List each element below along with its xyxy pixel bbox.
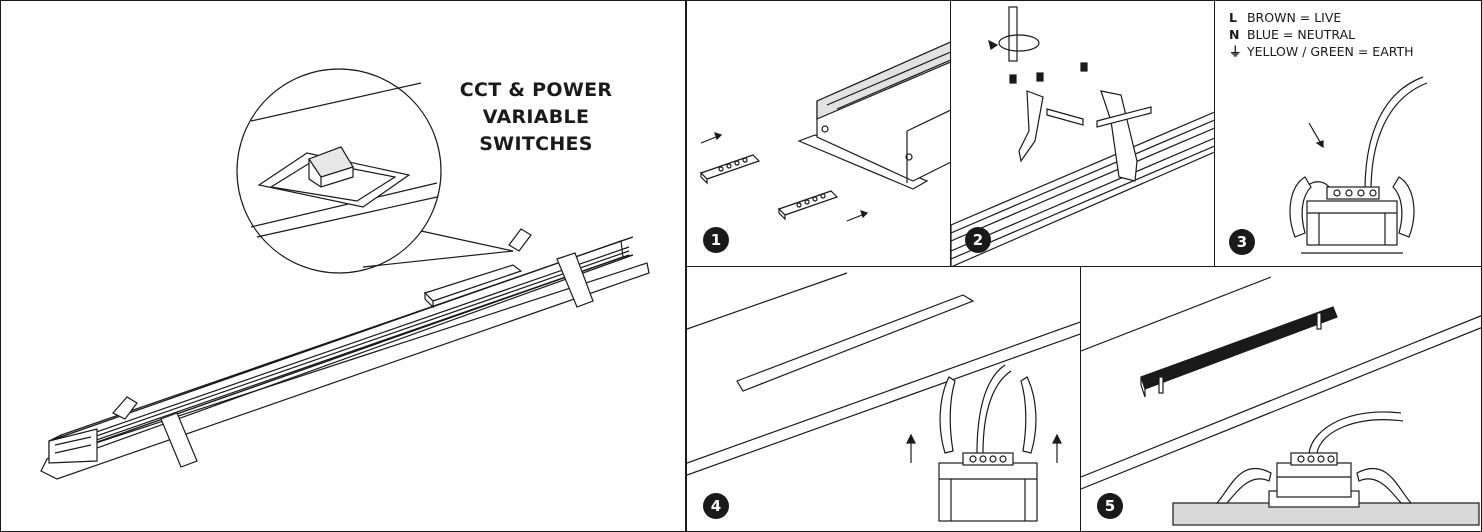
step-badge-2: 2: [965, 227, 991, 253]
overview-panel: CCT & POWER VARIABLE SWITCHES: [0, 0, 686, 532]
joiner-plates-illustration: [699, 41, 951, 222]
step-3-panel: L BROWN = LIVE N BLUE = NEUTRAL ⏚ YELLOW…: [1214, 0, 1482, 268]
step-1-panel: 1: [686, 0, 952, 268]
wiring-key-neutral: N: [1229, 27, 1240, 42]
wiring-connection-illustration: [1289, 76, 1428, 254]
step-badge-4: 4: [703, 493, 729, 519]
step-5-panel: 5: [1080, 266, 1482, 532]
wiring-row-earth: ⏚ YELLOW / GREEN = EARTH: [1229, 43, 1414, 60]
step-badge-1: 1: [703, 227, 729, 253]
callout-line-1: CCT & POWER: [459, 79, 613, 101]
step-4-panel: 4: [686, 266, 1082, 532]
feature-callout: CCT & POWER VARIABLE SWITCHES: [441, 77, 631, 158]
wiring-text-earth: YELLOW / GREEN = EARTH: [1246, 44, 1414, 59]
wiring-key-earth: ⏚: [1229, 44, 1242, 59]
clip-screw-illustration: [951, 6, 1215, 267]
wiring-row-neutral: N BLUE = NEUTRAL: [1229, 26, 1414, 43]
wiring-legend: L BROWN = LIVE N BLUE = NEUTRAL ⏚ YELLOW…: [1229, 9, 1414, 60]
step-badge-3: 3: [1229, 229, 1255, 255]
wiring-text-neutral: BLUE = NEUTRAL: [1246, 27, 1356, 42]
fixture-overview-illustration: [40, 68, 650, 480]
installed-fixture-illustration: [1081, 276, 1481, 526]
wiring-row-live: L BROWN = LIVE: [1229, 9, 1414, 26]
callout-line-3: SWITCHES: [479, 133, 593, 155]
wiring-key-live: L: [1229, 10, 1237, 25]
step-2-panel: 2: [950, 0, 1216, 268]
wiring-text-live: BROWN = LIVE: [1246, 10, 1342, 25]
ceiling-cutout-insert-illustration: [687, 272, 1081, 522]
step-badge-5: 5: [1097, 493, 1123, 519]
callout-line-2: VARIABLE: [482, 106, 590, 128]
